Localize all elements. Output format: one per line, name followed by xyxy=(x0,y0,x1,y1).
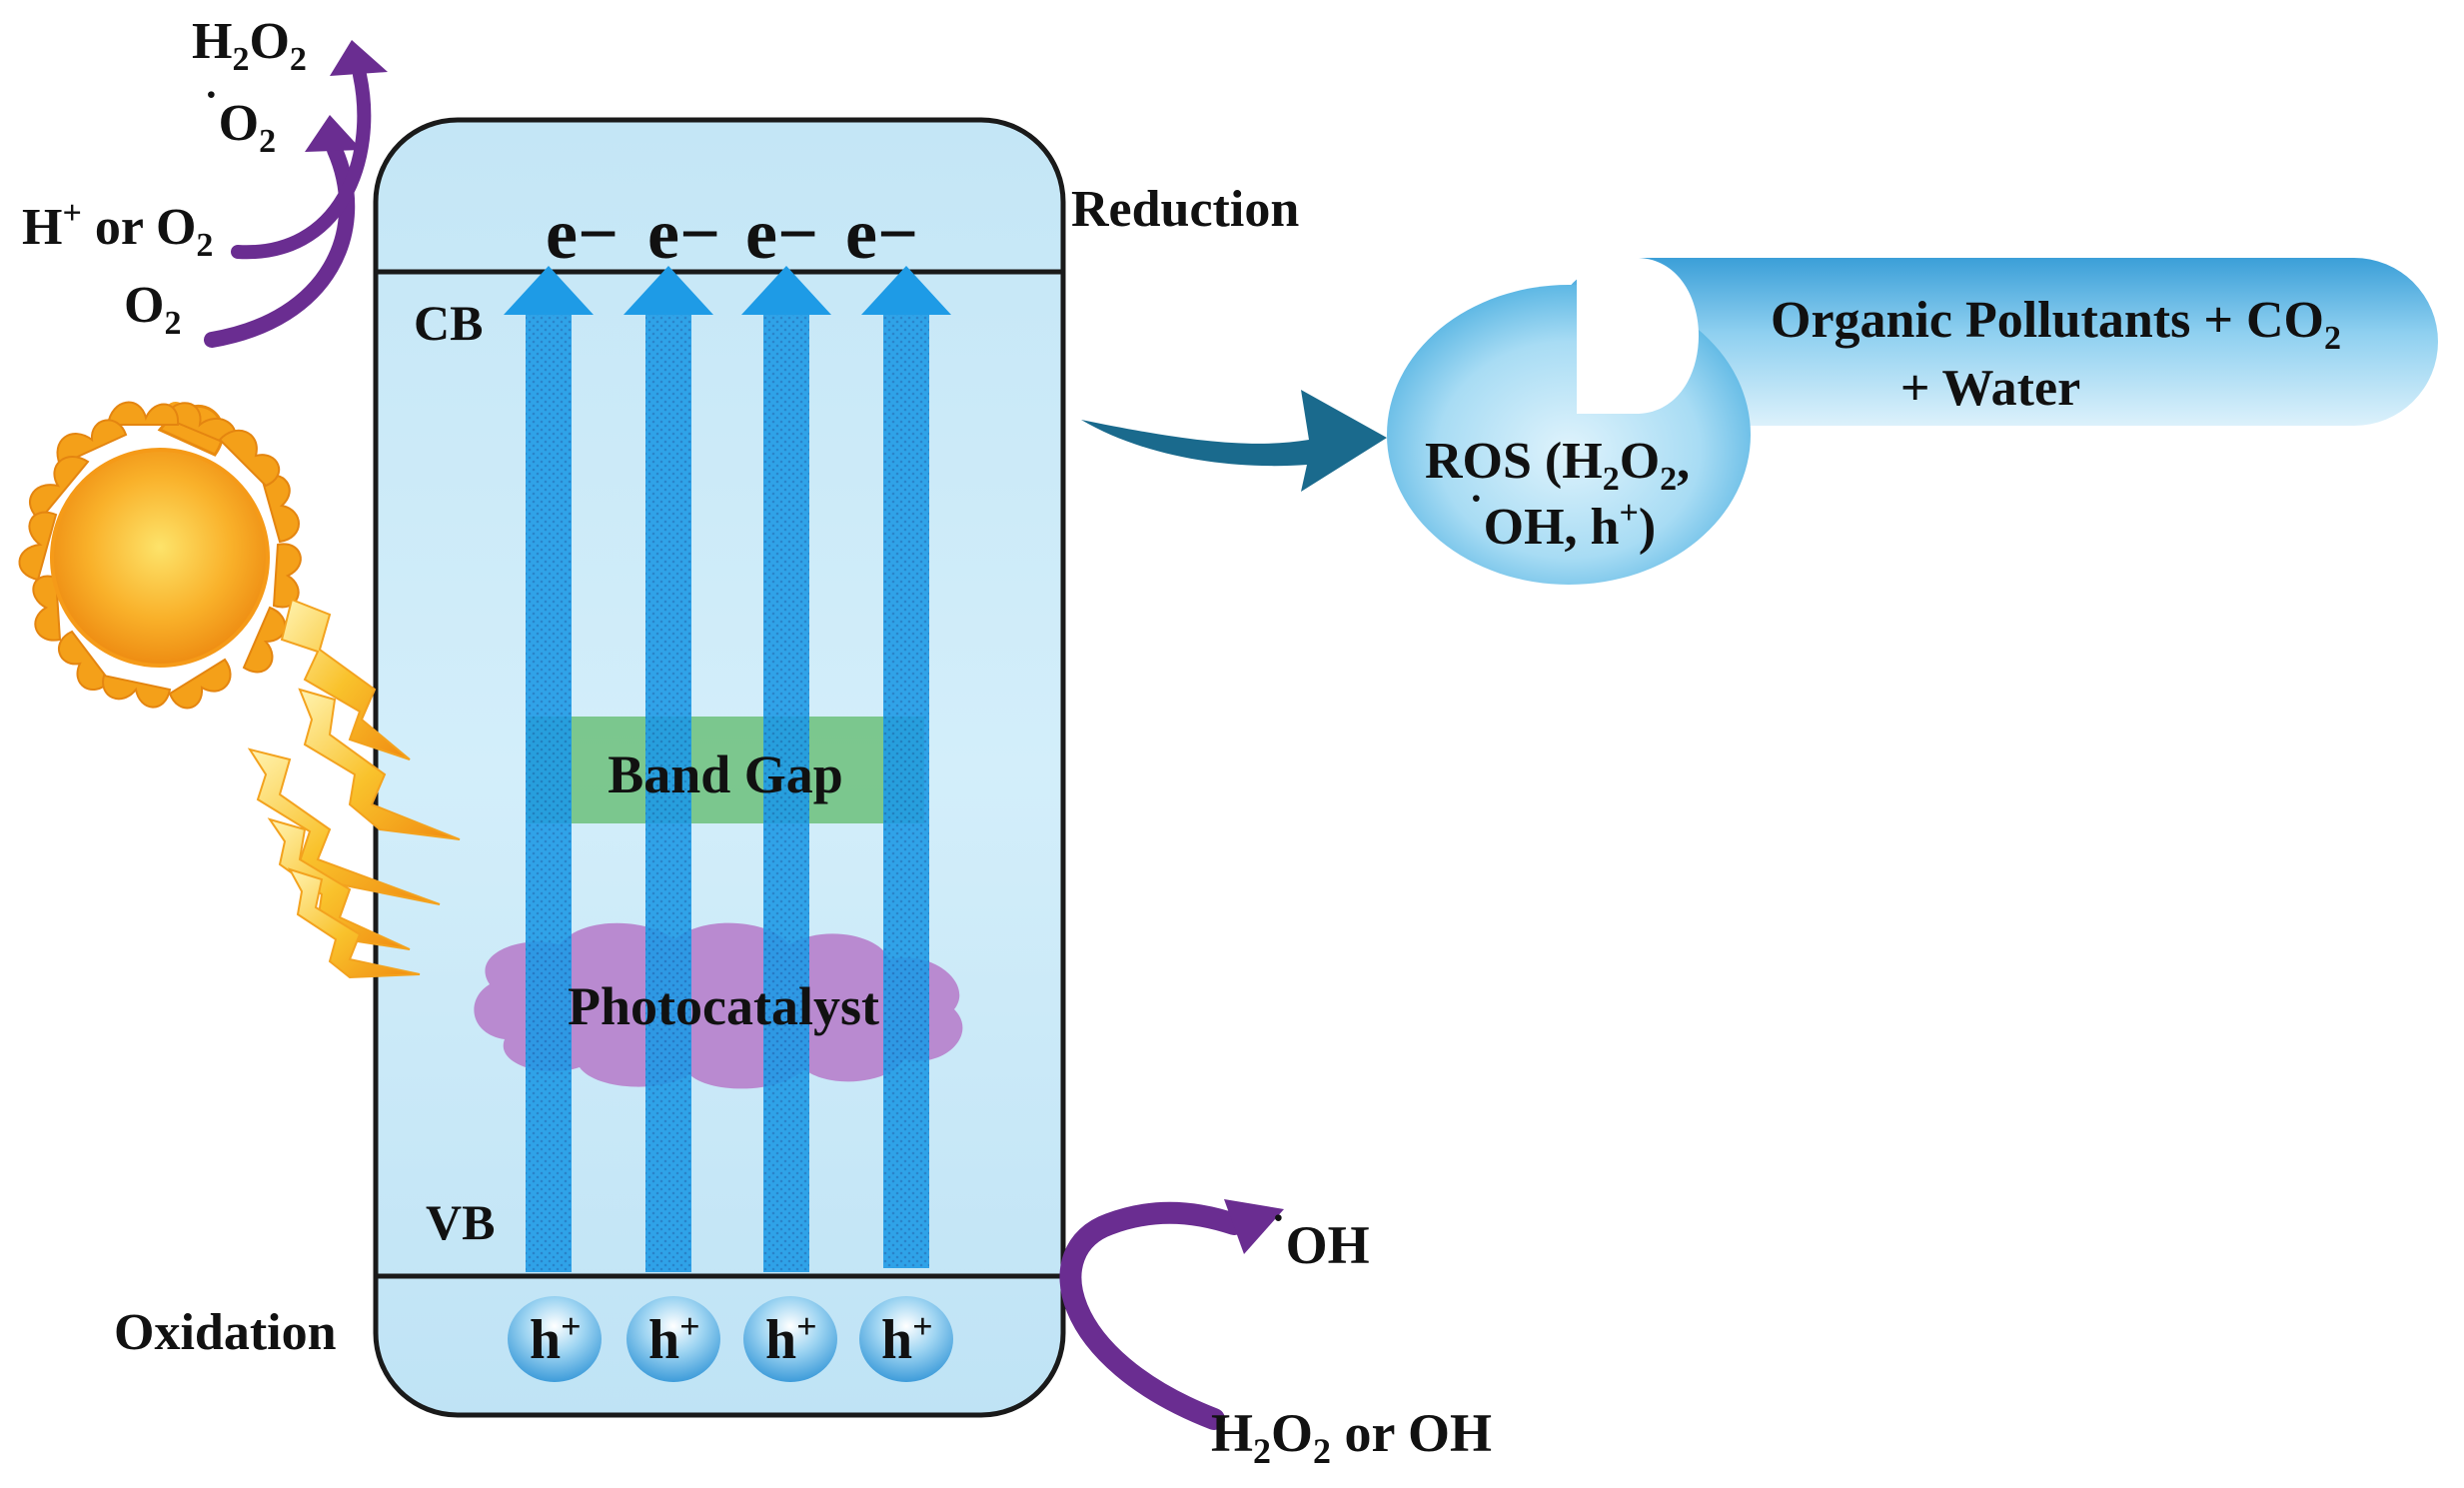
excitation-arrow-2 xyxy=(623,266,713,1272)
light-bolt-5 xyxy=(287,867,421,979)
light-bolt-1 xyxy=(280,598,411,760)
superoxide-arrowhead xyxy=(305,115,362,152)
h-or-o2-reactant: H+ or O2 xyxy=(22,195,213,264)
light-bolt-4 xyxy=(267,817,411,950)
svg-text:h+: h+ xyxy=(648,1306,700,1371)
excitation-arrow-1 xyxy=(504,266,594,1272)
ros-line-1: ROS (H2O2, xyxy=(1425,433,1690,498)
h2o2-or-oh-reactant: H2O2 or OH xyxy=(1211,1403,1492,1471)
photocatalyst-label: Photocatalyst xyxy=(568,976,879,1036)
light-bolt-2 xyxy=(298,688,461,840)
holes: h+ h+ h+ h+ xyxy=(508,1296,953,1382)
reduction-arrows xyxy=(204,40,388,348)
hole-2: h+ xyxy=(626,1296,720,1382)
svg-text:h+: h+ xyxy=(765,1306,817,1371)
h2o2-product: H2O2 xyxy=(192,13,307,78)
oh-arrowhead xyxy=(1224,1199,1284,1254)
band-gap-label: Band Gap xyxy=(608,744,843,804)
vb-label: VB xyxy=(426,1194,495,1250)
products-line-1: Organic Pollutants + CO2 xyxy=(1771,292,2341,357)
light-bolts xyxy=(247,598,461,979)
ros-line-2: ˙OH, h+) xyxy=(1469,487,1656,556)
sun-icon-body xyxy=(18,401,302,710)
band-gap-box xyxy=(527,717,924,823)
oh-product: ˙OH xyxy=(1271,1206,1370,1275)
hole-3: h+ xyxy=(743,1296,837,1382)
h2o2-arrowhead xyxy=(330,40,388,76)
excitation-arrow-4 xyxy=(861,266,951,1268)
electron-1: e− xyxy=(546,194,618,274)
h-to-h2o2-arrow xyxy=(231,68,372,260)
electron-3: e− xyxy=(745,194,818,274)
electron-4: e− xyxy=(845,194,918,274)
ros-products-shape xyxy=(1387,258,2438,585)
o2-reactant: O2 xyxy=(124,277,181,342)
superoxide-product: ˙O2 xyxy=(204,83,276,160)
cb-label: CB xyxy=(414,295,483,351)
light-bolt-3 xyxy=(247,747,441,905)
excitation-arrows xyxy=(504,266,951,1272)
hole-1: h+ xyxy=(508,1296,602,1382)
svg-text:h+: h+ xyxy=(881,1306,933,1371)
reduction-label: Reduction xyxy=(1071,181,1299,238)
main-flow-arrow xyxy=(1081,390,1387,492)
products-line-2: + Water xyxy=(1900,360,2080,417)
ros-notch xyxy=(1577,258,1699,414)
hole-4: h+ xyxy=(859,1296,953,1382)
oxidation-label: Oxidation xyxy=(114,1304,337,1361)
photocatalyst-cloud xyxy=(474,922,963,1089)
excitation-arrow-3 xyxy=(741,266,831,1272)
products-pill xyxy=(1549,258,2438,426)
svg-text:h+: h+ xyxy=(530,1306,582,1371)
oxidation-arrow xyxy=(1059,1199,1284,1430)
electrons: e− e− e− e− xyxy=(546,194,918,274)
electron-2: e− xyxy=(647,194,720,274)
